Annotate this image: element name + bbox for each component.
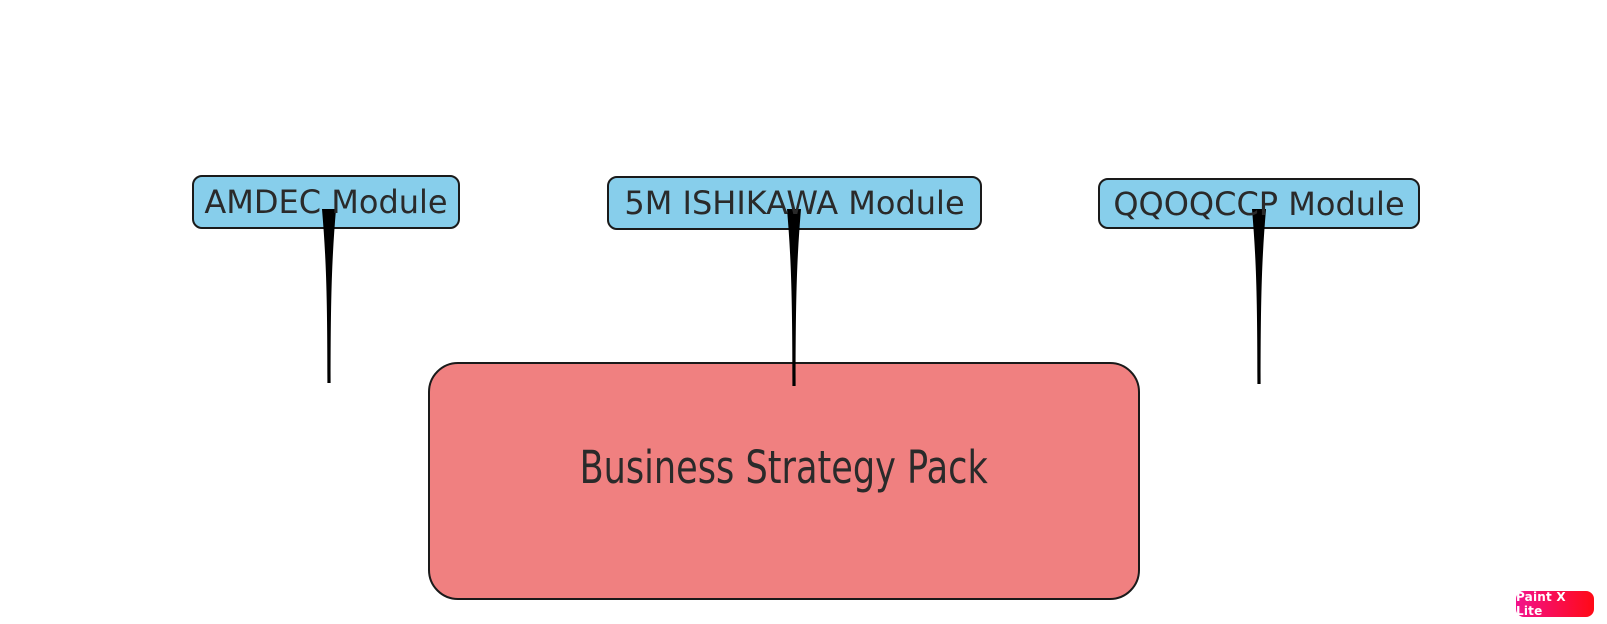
- node-qqoqccp-module: QQOQCCP Module: [1098, 178, 1420, 229]
- tapered-arrow-ishikawa-to-pack: [787, 209, 801, 386]
- watermark-paint-x-lite-badge: Paint X Lite: [1516, 590, 1594, 618]
- tapered-arrow-amdec-to-pack: [322, 209, 336, 383]
- watermark-paint-x-lite-label: Paint X Lite: [1516, 590, 1566, 618]
- tapered-arrow-qqoqccp-to-pack: [1252, 209, 1266, 384]
- node-ishikawa-module: 5M ISHIKAWA Module: [607, 176, 982, 230]
- node-qqoqccp-module-label: QQOQCCP Module: [1113, 184, 1405, 223]
- node-business-strategy-pack: Business Strategy Pack: [428, 362, 1140, 600]
- node-amdec-module-label: AMDEC Module: [204, 183, 448, 221]
- node-ishikawa-module-label: 5M ISHIKAWA Module: [624, 184, 965, 222]
- node-business-strategy-pack-label: Business Strategy Pack: [579, 440, 989, 494]
- node-amdec-module: AMDEC Module: [192, 175, 460, 229]
